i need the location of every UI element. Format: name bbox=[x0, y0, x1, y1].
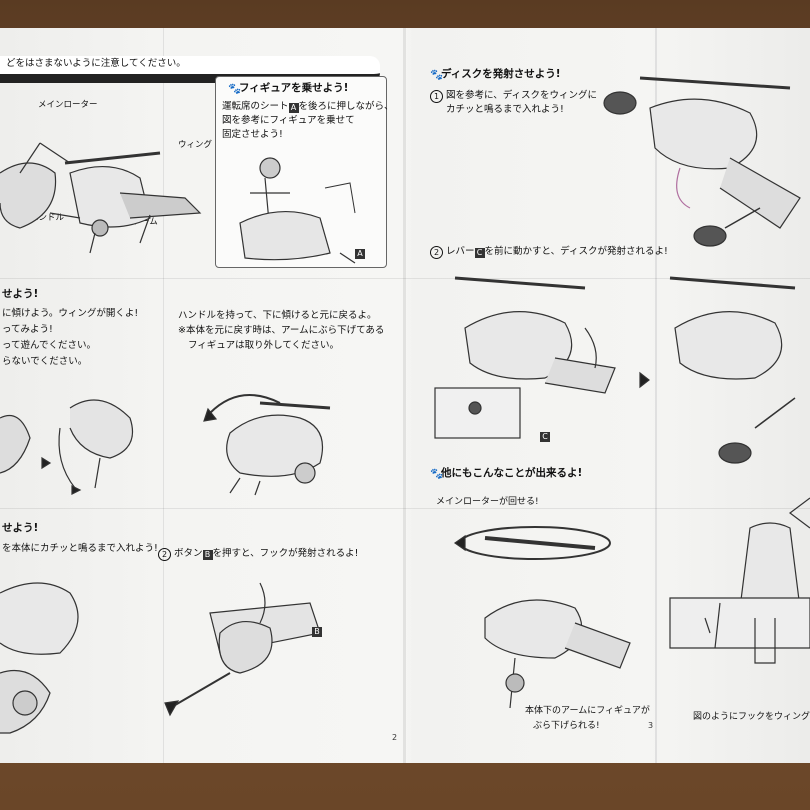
handle-note-line1: ハンドルを持って、下に傾けると元に戻るよ。 bbox=[178, 310, 377, 321]
disk-insert-illustration bbox=[603, 76, 801, 247]
page-number-right: 3 bbox=[648, 721, 654, 730]
hook-launch-illustration bbox=[164, 582, 321, 717]
figure-heading-text: フィギュアを乗せよう! bbox=[239, 82, 349, 94]
disk-step2-post: を前に動かすと、ディスクが発射されるよ! bbox=[484, 246, 668, 257]
wing-line3: って遊んでください。 bbox=[2, 340, 97, 351]
rotor-note: メインローターが回せる! bbox=[436, 497, 539, 507]
key-c-badge: C bbox=[474, 248, 485, 258]
disk-heading-text: ディスクを発射させよう! bbox=[441, 68, 561, 80]
label-handle: ハンドル bbox=[30, 213, 65, 223]
step-number-1: 1 bbox=[430, 90, 443, 103]
step-number-2b: 2 bbox=[430, 246, 443, 259]
disk-step1-line2: カチッと鳴るまで入れよう! bbox=[446, 104, 564, 115]
callout-b: B bbox=[312, 626, 322, 637]
callout-c: C bbox=[540, 431, 550, 442]
paw-icon: 🐾 bbox=[430, 468, 444, 480]
fold-line-vertical-right bbox=[655, 28, 657, 763]
handle-note-line3: フィギュアは取り外してください。 bbox=[188, 340, 340, 351]
callout-a: A bbox=[355, 248, 365, 259]
disk-step1-text: 図を参考に、ディスクをウィングに bbox=[446, 90, 598, 101]
disk-section-heading: 🐾ディスクを発射させよう! bbox=[430, 66, 561, 81]
paw-icon: 🐾 bbox=[430, 69, 444, 81]
label-wing: ウィング bbox=[178, 140, 213, 150]
hook-storage-note: 図のようにフックをウィングに収 bbox=[693, 712, 810, 722]
wing-line2: ってみよう! bbox=[2, 324, 53, 335]
fold-line-horizontal-top bbox=[0, 278, 810, 279]
disk-step2-pre: レバー bbox=[446, 246, 475, 257]
helicopter-parts-illustration bbox=[0, 142, 202, 254]
other-heading-text: 他にもこんなことが出来るよ! bbox=[441, 467, 583, 479]
figure-line1-post: を後ろに押しながら、 bbox=[298, 101, 394, 112]
hook-storage-illustration bbox=[669, 497, 810, 664]
fold-line-vertical-left bbox=[163, 28, 164, 763]
figure-text-line3: 固定させよう! bbox=[222, 129, 283, 140]
wing-transform-illustration bbox=[0, 399, 134, 495]
fold-line-vertical-center bbox=[403, 28, 406, 763]
top-note: どをはさまないように注意してください。 bbox=[6, 58, 186, 69]
wing-section-heading: せよう! bbox=[2, 288, 39, 300]
hook-line1: を本体にカチッと鳴るまで入れよう! bbox=[2, 543, 158, 554]
paw-icon: 🐾 bbox=[228, 83, 242, 95]
figure-seat-illustration bbox=[239, 157, 356, 264]
hook-section-heading: せよう! bbox=[2, 522, 39, 534]
handle-tilt-illustration bbox=[203, 394, 331, 496]
hook-step2-post: を押すと、フックが発射されるよ! bbox=[212, 548, 359, 559]
callout-b-badge: B bbox=[312, 627, 322, 637]
disk-launch-illustration bbox=[434, 276, 796, 464]
arm-note-line1: 本体下のアームにフィギュアが bbox=[525, 706, 650, 716]
step-number-2: 2 bbox=[158, 548, 171, 561]
wing-line1: に傾けよう。ウィングが開くよ! bbox=[2, 308, 139, 319]
page-number-left: 2 bbox=[392, 733, 398, 742]
callout-a-badge: A bbox=[355, 249, 365, 259]
handle-note-line2: ※本体を元に戻す時は、アームにぶら下げてある bbox=[178, 325, 385, 336]
key-a-badge: A bbox=[288, 103, 299, 113]
label-main-rotor: メインローター bbox=[38, 100, 98, 110]
other-section-heading: 🐾他にもこんなことが出来るよ! bbox=[430, 465, 582, 480]
figure-section-heading: 🐾フィギュアを乗せよう! bbox=[228, 80, 348, 95]
arm-note-line2: ぶら下げられる! bbox=[533, 721, 600, 731]
key-b-badge: B bbox=[202, 550, 213, 560]
figure-text-line2: 図を参考にフィギュアを乗せて bbox=[222, 115, 355, 126]
wing-line4: らないでください。 bbox=[2, 356, 88, 367]
label-arm: アーム bbox=[133, 217, 158, 227]
hook-insert-illustration bbox=[0, 582, 79, 734]
fold-line-horizontal-mid bbox=[0, 508, 810, 509]
instruction-sheet: どをはさまないように注意してください。 メインローター ウィング ハンドル アー… bbox=[0, 28, 810, 763]
callout-c-badge: C bbox=[540, 432, 550, 442]
figure-line1-pre: 運転席のシート bbox=[222, 101, 289, 112]
rotor-spin-illustration bbox=[453, 526, 631, 709]
hook-step2-pre: ボタン bbox=[174, 548, 203, 559]
